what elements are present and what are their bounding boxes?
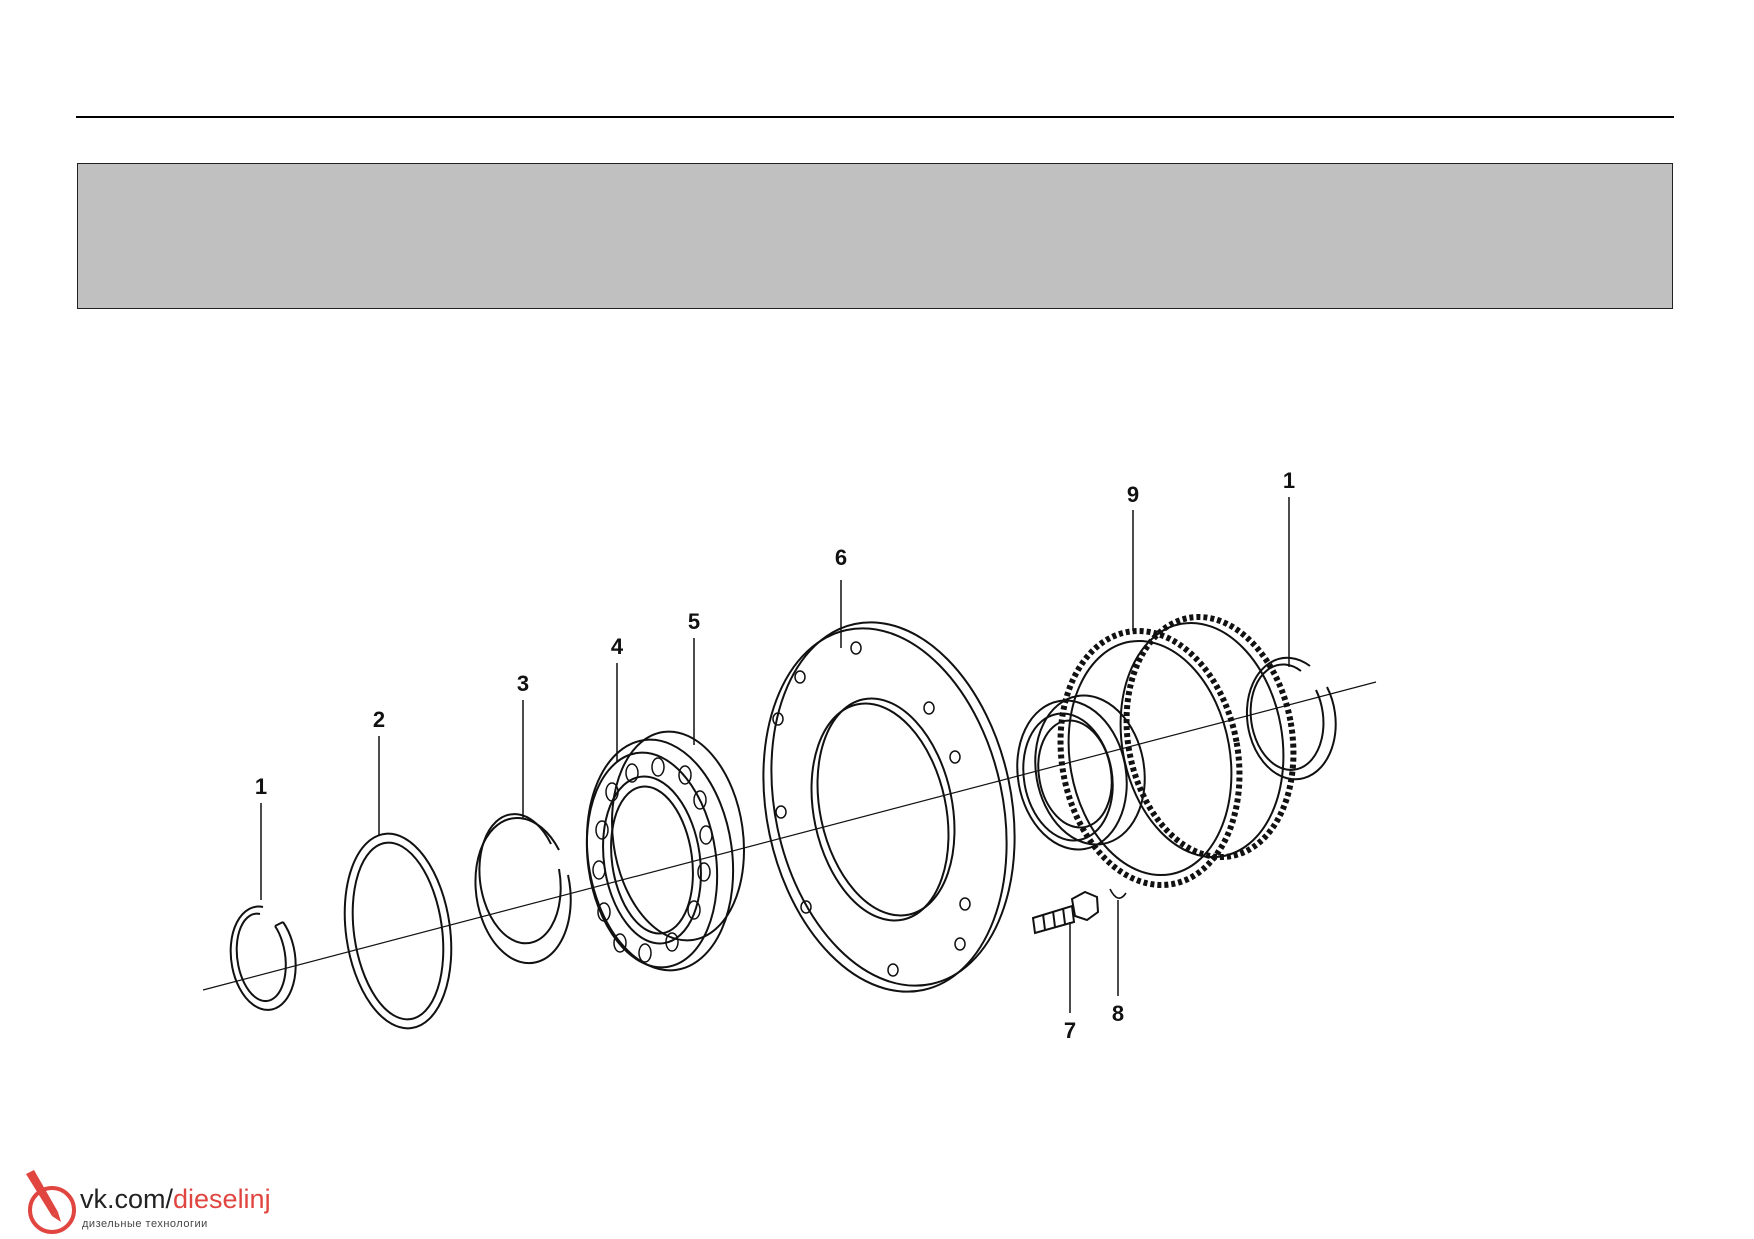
- callout-label: 9: [1127, 482, 1139, 507]
- part-1-snap-ring-left: [229, 905, 297, 1011]
- part-7-bolt: [1031, 890, 1100, 935]
- callout-label: 4: [611, 634, 624, 659]
- callout-label: 3: [517, 671, 529, 696]
- part-6-flange-plate: [762, 621, 1016, 993]
- injector-icon: [26, 1170, 76, 1234]
- assembly-axis: [202, 681, 1377, 991]
- part-3-circlip: [474, 813, 572, 965]
- watermark-tagline: дизельные технологии: [82, 1218, 208, 1230]
- callout-label: 8: [1112, 1001, 1124, 1026]
- callout-label: 2: [373, 707, 385, 732]
- part-1-snap-ring-right: [1245, 656, 1337, 781]
- leader-lines: [260, 497, 1290, 1013]
- watermark-site-prefix: vk.com/: [80, 1184, 174, 1214]
- header-rule: [76, 116, 1674, 118]
- part-4-5-roller-bearing: [585, 730, 746, 972]
- part-8-lock-washer: [1109, 888, 1127, 899]
- callout-label: 1: [1283, 468, 1295, 493]
- callout-label: 1: [255, 774, 267, 799]
- flange-bolt-holes: [772, 641, 971, 977]
- bearing-rollers: [592, 757, 713, 963]
- callout-labels: 1 2 3 4 5 6 9 1 7 8: [255, 468, 1295, 1043]
- part-2-shim-ring: [343, 832, 453, 1030]
- title-banner: [77, 163, 1673, 309]
- callout-label: 5: [688, 609, 700, 634]
- callout-label: 6: [835, 545, 847, 570]
- watermark-site[interactable]: vk.com/dieselinj: [80, 1186, 271, 1213]
- watermark-logo: [26, 1170, 76, 1234]
- part-9-gear: [1016, 613, 1297, 888]
- watermark-site-name: dieselinj: [173, 1184, 271, 1214]
- callout-label: 7: [1064, 1018, 1076, 1043]
